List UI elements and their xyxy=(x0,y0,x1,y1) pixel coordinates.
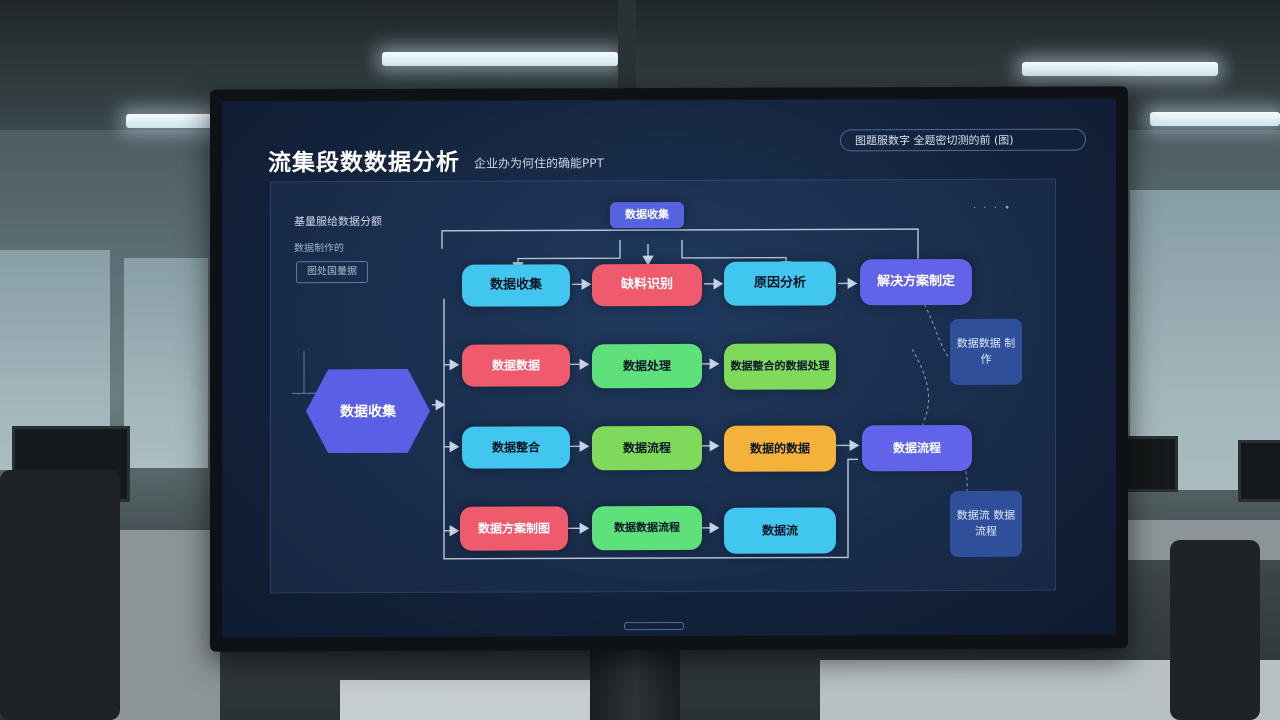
slide-indicator xyxy=(624,621,684,631)
flow-node-r3c3: 数据的数据 xyxy=(724,425,836,472)
background-monitor xyxy=(1238,440,1280,502)
flow-node-r2c1: 数据数据 xyxy=(462,344,570,387)
desk xyxy=(100,530,220,720)
flow-node-r4c3: 数据流 xyxy=(724,507,836,554)
office-chair xyxy=(1170,540,1260,720)
monitor: 流集段数数据分析 企业办为何住的确能PPT 图题服数字 全题密切测的前 (图) … xyxy=(210,86,1128,652)
office-chair xyxy=(0,470,120,720)
side-box-1: 数据数据 制作 xyxy=(950,318,1022,386)
flow-node-r4c2: 数据数据流程 xyxy=(592,505,702,551)
flow-node-r1c3: 原因分析 xyxy=(724,261,836,306)
hexagon-node-wrap: 数据收集 xyxy=(306,369,430,453)
flow-node-r3c2: 数据流程 xyxy=(592,425,702,471)
flow-node-r2c2: 数据处理 xyxy=(592,343,702,389)
monitor-stand xyxy=(590,640,680,720)
ceiling-light xyxy=(1150,112,1280,126)
flow-node-r2c3: 数据整合的数据处理 xyxy=(724,343,836,390)
ceiling-light xyxy=(1022,62,1218,76)
desk xyxy=(340,680,600,720)
flow-node-r3c4: 数据流程 xyxy=(862,424,972,472)
flow-node-r4c1: 数据方案制图 xyxy=(460,506,568,551)
flow-node-r1c1: 数据收集 xyxy=(462,264,570,307)
monitor-screen: 流集段数数据分析 企业办为何住的确能PPT 图题服数字 全题密切测的前 (图) … xyxy=(222,98,1116,638)
flow-node-r3c1: 数据整合 xyxy=(462,426,570,469)
ceiling-light xyxy=(382,52,618,66)
flow-node-top: 数据收集 xyxy=(610,201,684,229)
hexagon-node: 数据收集 xyxy=(306,369,430,453)
flow-node-r1c4: 解决方案制定 xyxy=(860,258,972,306)
side-box-2: 数据流 数据流程 xyxy=(950,490,1022,558)
background-monitor xyxy=(1124,436,1178,492)
window xyxy=(124,258,208,468)
flow-node-r1c2: 缺料识别 xyxy=(592,263,702,307)
pillar xyxy=(618,0,636,96)
